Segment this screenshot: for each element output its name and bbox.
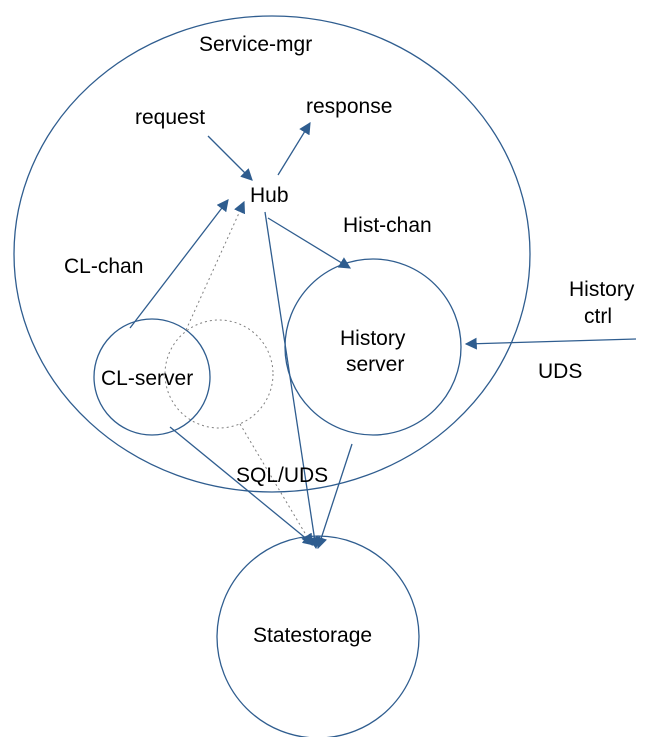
history-ctrl-label-line1: History bbox=[569, 278, 635, 301]
hub-to-statestorage-arrow bbox=[264, 211, 321, 550]
cl-chan-label: CL-chan bbox=[64, 255, 143, 278]
service-mgr-label: Service-mgr bbox=[199, 33, 312, 56]
cl-server-to-statestorage-arrow bbox=[169, 426, 315, 546]
cl-server-ghost-circle bbox=[164, 319, 274, 429]
response-arrow bbox=[277, 121, 311, 176]
sql-uds-label: SQL/UDS bbox=[236, 464, 328, 487]
cl-server-circle bbox=[93, 318, 211, 436]
hub-label: Hub bbox=[250, 184, 289, 207]
cl-server-ghost-to-hub-arrow bbox=[185, 200, 246, 331]
history-ctrl-arrow bbox=[464, 337, 637, 350]
uds-label: UDS bbox=[538, 360, 582, 383]
service-mgr-circle bbox=[13, 15, 531, 493]
history-ctrl-label-line2: ctrl bbox=[584, 305, 612, 328]
cl-server-ghost-to-statestorage-arrow bbox=[239, 423, 313, 547]
request-label: request bbox=[135, 106, 205, 129]
history-server-label-line2: server bbox=[346, 353, 404, 376]
response-label: response bbox=[306, 95, 392, 118]
hist-chan-arrow bbox=[267, 217, 352, 269]
cl-server-label: CL-server bbox=[101, 367, 193, 390]
statestorage-label: Statestorage bbox=[253, 624, 372, 647]
hist-chan-label: Hist-chan bbox=[343, 214, 432, 237]
request-arrow bbox=[207, 135, 253, 181]
history-server-to-statestorage-arrow bbox=[315, 443, 353, 550]
cl-chan-arrow bbox=[129, 199, 229, 329]
history-server-label-line1: History bbox=[340, 327, 406, 350]
